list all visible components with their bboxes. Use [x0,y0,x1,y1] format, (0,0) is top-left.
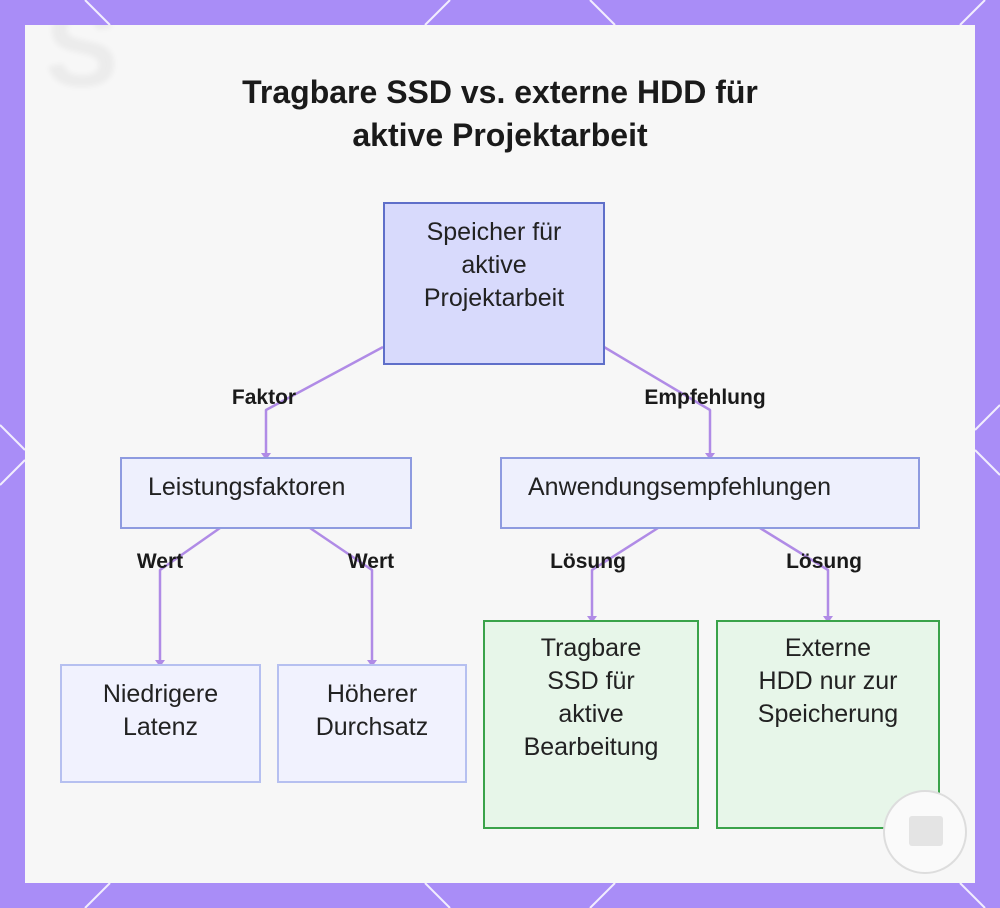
arrowhead [155,660,165,667]
edge-label-wert-left: Wert [136,550,184,573]
node-tragbare-ssd: Tragbare SSD für aktive Bearbeitung [483,620,699,829]
edge-label-empfehlung: Empfehlung [644,386,766,409]
node-niedrigere-latenz-line: Latenz [122,713,199,741]
node-root-line: aktive [461,251,527,279]
node-anwendungsempfehlungen: Anwendungsempfehlungen [500,457,920,529]
connector-anwendung-hdd [759,526,830,620]
arrowhead [367,660,377,667]
edge-label-loesung-right: Lösung [786,550,862,573]
node-leistungsfaktoren: Leistungsfaktoren [120,457,412,529]
edge-label-wert-right: Wert [347,550,395,573]
background-ghost-text: S [45,25,118,112]
connector-leistung-durchsatz [309,526,374,664]
diagram-title-line-1: Tragbare SSD vs. externe HDD für [242,74,758,110]
arrowhead [823,616,833,623]
node-root-line: Speicher für [426,218,562,246]
arrowhead [587,616,597,623]
watermark-badge [883,790,967,874]
node-hoeherer-durchsatz-line: Höherer [326,680,418,708]
node-leistungsfaktoren-label: Leistungsfaktoren [148,473,346,501]
node-tragbare-ssd-line: aktive [558,700,624,728]
connector-anwendung-ssd [590,526,659,620]
connector-root-leistung [264,345,384,457]
node-externe-hdd-line: Speicherung [757,700,899,728]
document-icon [909,816,943,846]
diagram-title-line-2: aktive Projektarbeit [352,117,648,153]
node-niedrigere-latenz-line: Niedrigere [102,680,219,708]
node-externe-hdd-line: HDD nur zur [758,667,898,695]
node-root: Speicher für aktive Projektarbeit [383,202,605,365]
node-tragbare-ssd-line: Tragbare [540,634,642,662]
node-tragbare-ssd-line: Bearbeitung [523,733,659,761]
node-anwendungsempfehlungen-label: Anwendungsempfehlungen [528,473,832,501]
arrowhead [705,453,715,460]
node-tragbare-ssd-line: SSD für [547,667,635,695]
node-hoeherer-durchsatz: Höherer Durchsatz [277,664,467,783]
edge-label-faktor: Faktor [231,386,297,409]
node-hoeherer-durchsatz-line: Durchsatz [315,713,429,741]
connector-leistung-latenz [158,526,221,664]
edge-label-loesung-left: Lösung [550,550,626,573]
arrowhead [261,453,271,460]
node-root-line: Projektarbeit [423,284,565,312]
connector-root-anwendung [603,345,712,457]
node-externe-hdd-line: Externe [784,634,872,662]
node-externe-hdd: Externe HDD nur zur Speicherung [716,620,940,829]
node-niedrigere-latenz: Niedrigere Latenz [60,664,261,783]
